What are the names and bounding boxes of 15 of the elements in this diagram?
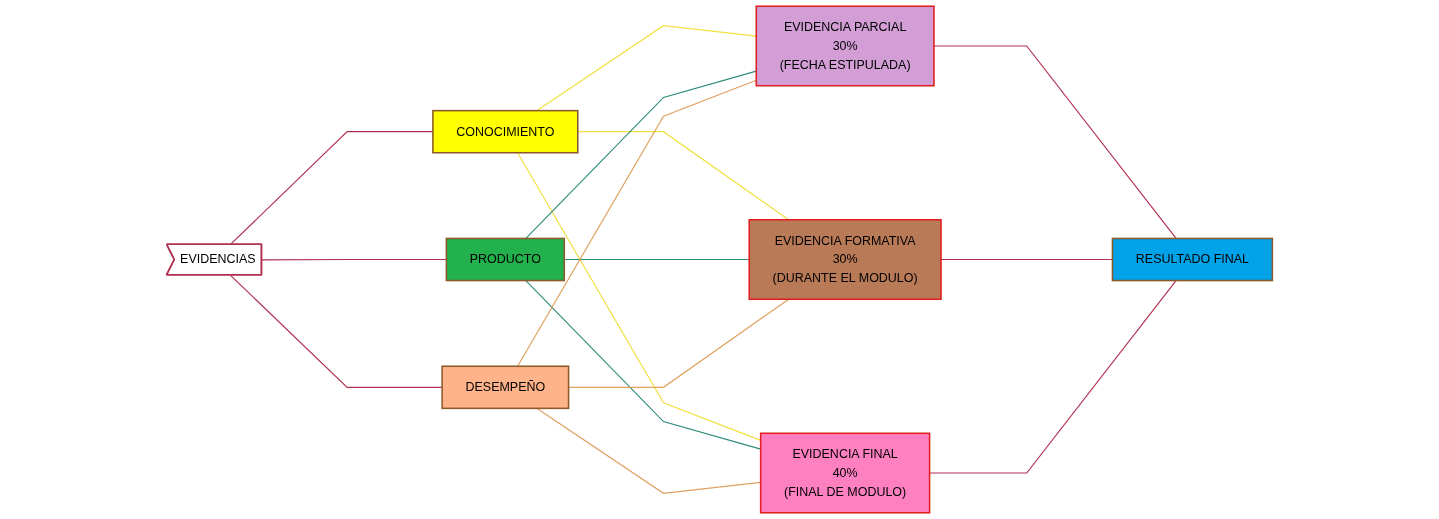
connector [517, 79, 757, 367]
connector [577, 131, 790, 221]
connector [929, 279, 1177, 474]
node-box: RESULTADO FINAL [1111, 237, 1274, 282]
node-box: PRODUCTO [445, 237, 566, 282]
node-box: EVIDENCIA FORMATIVA 30% (DURANTE EL MODULO) [748, 219, 942, 300]
connector [525, 70, 757, 240]
connector [261, 258, 447, 261]
node-box: EVIDENCIA FINAL 40% (FINAL DE MODULO) [759, 432, 931, 514]
node-box: EVIDENCIA PARCIAL 30% (FECHA ESTIPULADA) [755, 5, 935, 87]
connector [536, 25, 757, 112]
node-box: CONOCIMIENTO [432, 109, 579, 154]
connector [933, 45, 1177, 240]
node-box: DESEMPEÑO [441, 365, 570, 410]
connector [229, 274, 443, 388]
